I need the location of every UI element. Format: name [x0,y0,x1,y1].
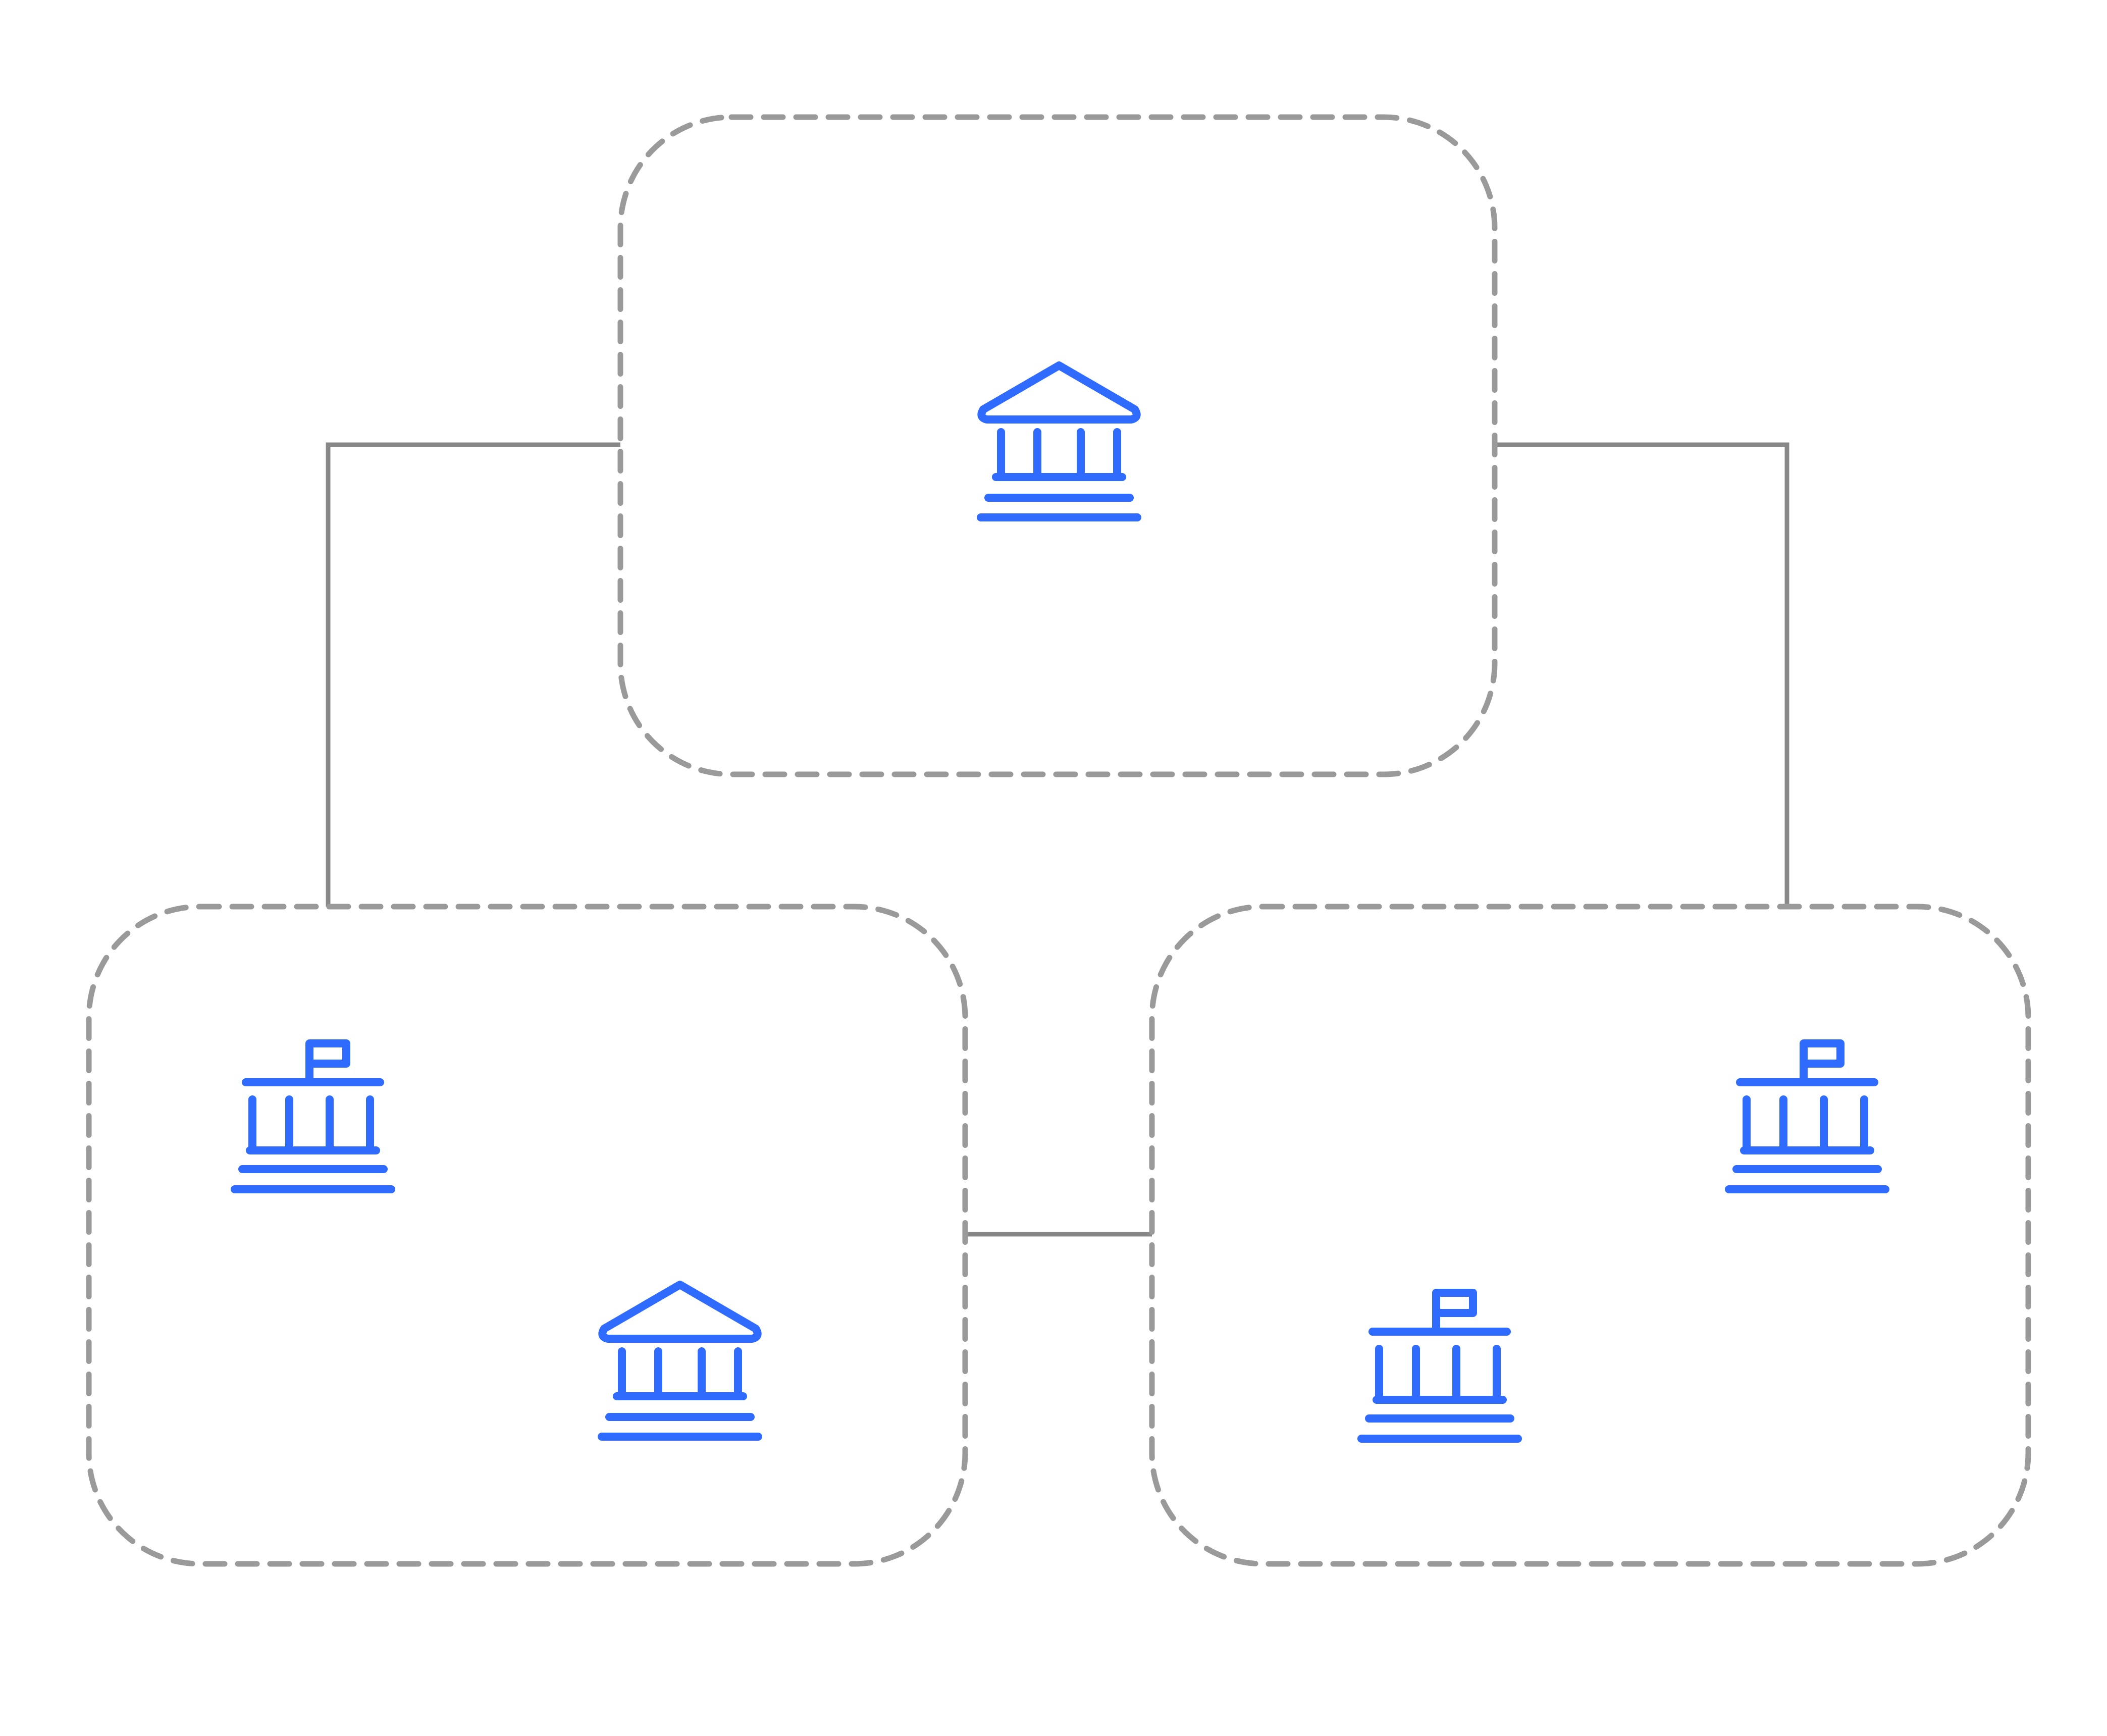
group-bottom-right [1149,904,2031,1567]
bank-icon [602,1285,758,1437]
government-building-icon [1729,1043,1885,1189]
government-building-icon [235,1043,391,1189]
group-top [617,114,1498,777]
bank-icon [981,365,1137,517]
group-bottom-left [86,904,968,1567]
connector-top-to-bottom-right [1495,442,1789,907]
connector-top-to-bottom-left [326,442,620,907]
government-building-icon [1361,1293,1518,1439]
